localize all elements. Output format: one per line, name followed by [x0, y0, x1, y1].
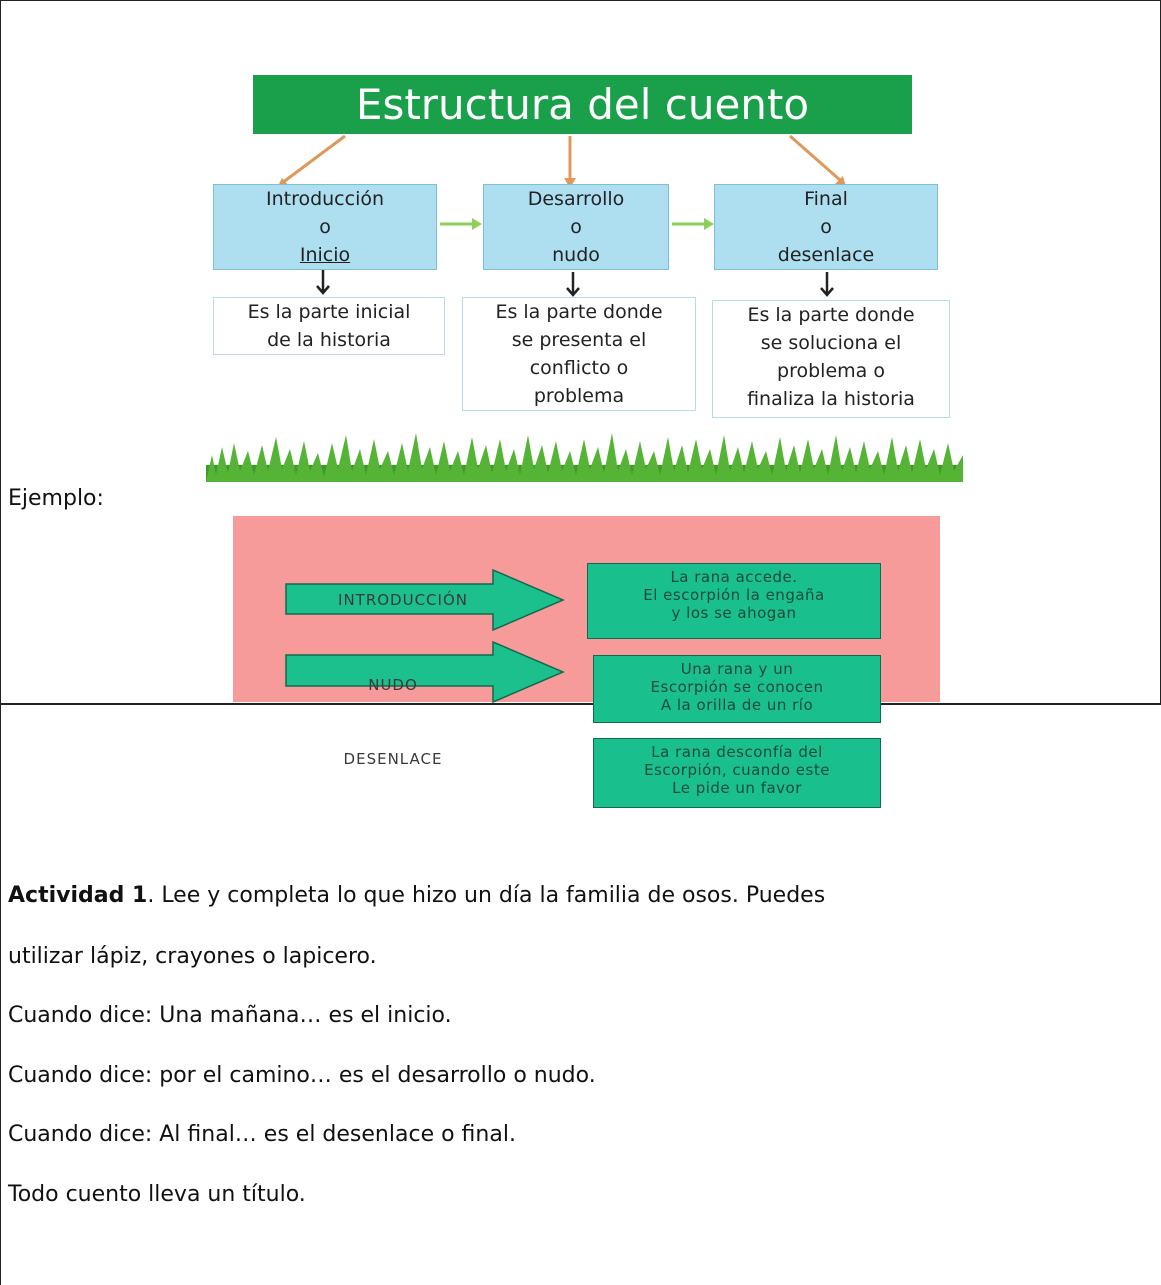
desc-line: Es la parte inicial [247, 301, 411, 323]
activity-intro-line2: utilizar lápiz, crayones o lapicero. [8, 944, 377, 969]
part-label: Final [804, 188, 848, 210]
example-text: y los se ahogan [671, 604, 797, 622]
activity-label: Actividad 1 [8, 883, 148, 908]
desc-line: se presenta el [511, 329, 647, 351]
diagram-title: Estructura del cuento [253, 75, 912, 134]
activity-intro-text: . Lee y completa lo que hizo un día la f… [147, 883, 826, 908]
activity-line: Cuando dice: Al final… es el desenlace o… [8, 1122, 516, 1147]
orange-arrow-left [281, 134, 346, 185]
example-box-2: Una rana y un Escorpión se conocen A la … [593, 655, 881, 723]
example-text: La rana desconfía del [651, 743, 823, 761]
grass-decoration [206, 433, 963, 482]
orange-arrow-right [789, 134, 841, 182]
desc-line: conflicto o [529, 357, 629, 379]
arrow-shape-1 [285, 568, 565, 632]
activity-intro: Actividad 1. Lee y completa lo que hizo … [8, 883, 825, 908]
desc-line: Es la parte donde [495, 301, 663, 323]
part-box-nudo: Desarrollo o nudo [483, 184, 669, 270]
ejemplo-label: Ejemplo: [8, 486, 104, 511]
part-box-intro: Introducción o Inicio [213, 184, 437, 270]
example-text: Una rana y un [680, 660, 794, 678]
part-label: Introducción [265, 188, 385, 210]
example-text: La rana accede. [670, 568, 798, 586]
desc-line: se soluciona el [760, 332, 902, 354]
example-text: El escorpión la engaña [643, 586, 825, 604]
example-arrows [285, 568, 565, 703]
desc-line: problema [533, 385, 625, 407]
activity-line: Cuando dice: por el camino… es el desarr… [8, 1063, 596, 1088]
part-label: o [570, 216, 582, 238]
desc-line: problema o [777, 360, 885, 382]
activity-line: Cuando dice: Una mañana… es el inicio. [8, 1003, 452, 1028]
part-label: nudo [552, 244, 600, 266]
desc-intro: Es la parte inicial de la historia [213, 297, 445, 355]
arrow-shape-2 [285, 640, 565, 703]
part-label: Inicio [299, 244, 351, 266]
part-label: o [820, 216, 832, 238]
example-text: A la orilla de un río [660, 696, 814, 714]
bottom-cell [0, 704, 1160, 1285]
part-box-final: Final o desenlace [714, 184, 938, 270]
example-text: Escorpión, cuando este [644, 761, 830, 779]
part-label: desenlace [777, 244, 875, 266]
desc-line: Es la parte donde [747, 304, 915, 326]
desc-final: Es la parte donde se soluciona el proble… [712, 300, 950, 418]
arrow-label-desenlace: DESENLACE [343, 750, 443, 768]
part-label: o [319, 216, 331, 238]
desc-nudo: Es la parte donde se presenta el conflic… [462, 297, 696, 411]
desc-line: de la historia [267, 329, 391, 351]
arrow-label-nudo: NUDO [368, 676, 418, 694]
activity-line: Todo cuento lleva un título. [8, 1182, 306, 1207]
example-text: Escorpión se conocen [650, 678, 824, 696]
example-text: Le pide un favor [672, 779, 802, 797]
arrow-label-intro: INTRODUCCIÓN [338, 591, 468, 609]
example-box-1: La rana accede. El escorpión la engaña y… [587, 563, 881, 639]
part-label: Desarrollo [527, 188, 625, 210]
example-box-3: La rana desconfía del Escorpión, cuando … [593, 738, 881, 808]
desc-line: finaliza la historia [747, 388, 915, 410]
